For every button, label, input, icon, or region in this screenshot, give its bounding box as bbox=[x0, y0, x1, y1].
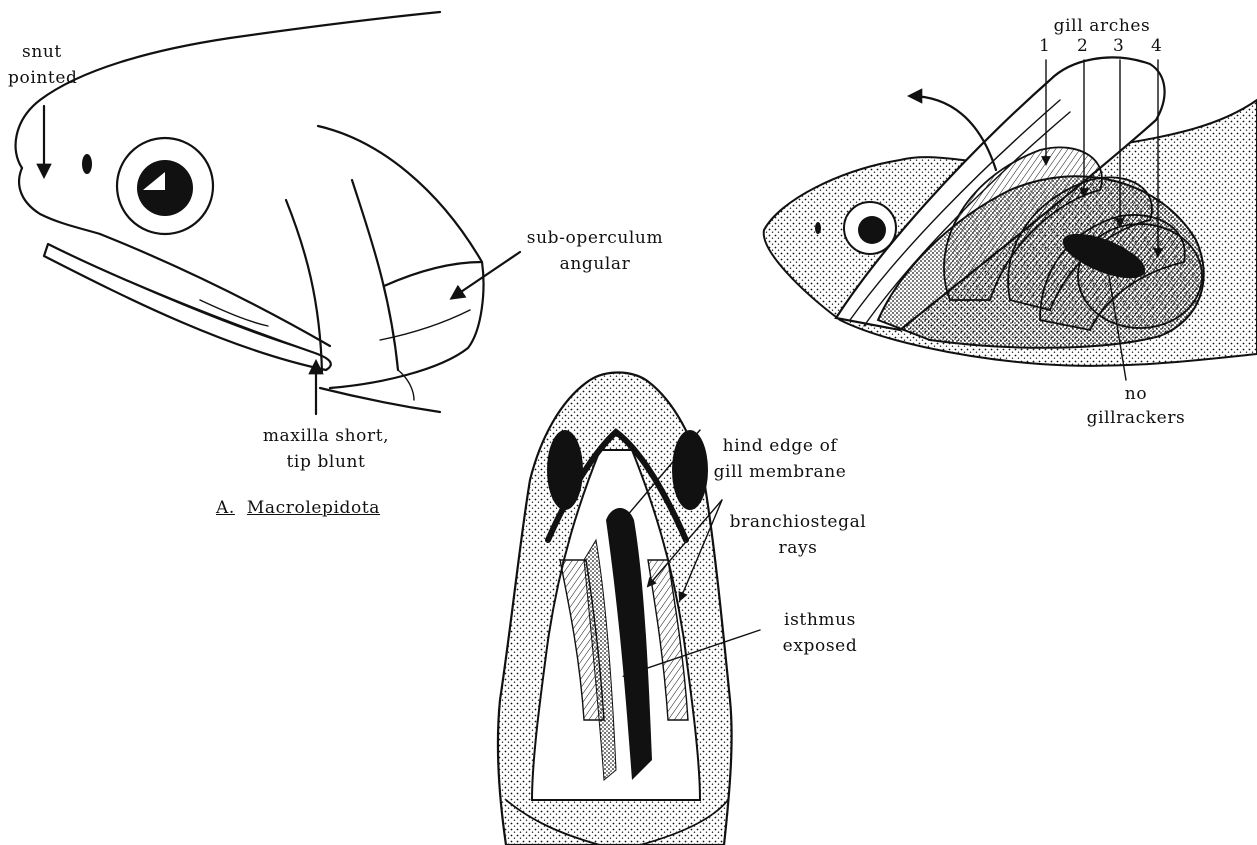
panel-a-head-side-view bbox=[16, 12, 520, 414]
lower-jaw bbox=[100, 234, 330, 346]
ventral-left-eye bbox=[547, 430, 583, 510]
label-exposed: exposed bbox=[760, 636, 880, 656]
caption-letter: A. bbox=[216, 498, 235, 518]
label-gillrackers: gillrackers bbox=[1076, 408, 1196, 428]
label-gill-arches: gill arches bbox=[1032, 16, 1172, 36]
gill-panel-nostril bbox=[815, 222, 821, 234]
label-sub-operculum: sub-operculum bbox=[520, 228, 670, 248]
operculum-line bbox=[352, 180, 398, 370]
label-isthmus: isthmus bbox=[760, 610, 880, 630]
label-snut: snut bbox=[22, 42, 62, 62]
gill-panel-pupil bbox=[858, 216, 886, 244]
label-branchiostegal: branchiostegal bbox=[718, 512, 878, 532]
label-angular: angular bbox=[520, 254, 670, 274]
panel-gill-arches bbox=[764, 57, 1257, 380]
arch-number-3: 3 bbox=[1113, 36, 1124, 56]
label-maxilla-short: maxilla short, bbox=[236, 426, 416, 446]
isthmus-curve bbox=[320, 388, 440, 412]
label-tip-blunt: tip blunt bbox=[236, 452, 416, 472]
jaw-detail bbox=[200, 300, 268, 326]
preoperculum-line bbox=[286, 200, 322, 372]
arch-number-1: 1 bbox=[1039, 36, 1050, 56]
caption-panel-a: A. Macrolepidota bbox=[216, 498, 380, 518]
label-pointed: pointed bbox=[8, 68, 77, 88]
snout-outline bbox=[19, 168, 100, 234]
label-gill-membrane: gill membrane bbox=[700, 462, 860, 482]
arch-number-4: 4 bbox=[1151, 36, 1162, 56]
mouth-line bbox=[60, 250, 300, 348]
operculum-hind-edge bbox=[318, 126, 483, 388]
suboperculum-arrow bbox=[452, 252, 520, 298]
sub-operculum bbox=[384, 262, 482, 286]
nostril bbox=[82, 154, 92, 174]
caption-name: Macrolepidota bbox=[247, 498, 380, 518]
label-rays: rays bbox=[718, 538, 878, 558]
head-dorsal-outline bbox=[16, 12, 440, 168]
label-hind-edge: hind edge of bbox=[700, 436, 860, 456]
label-no: no bbox=[1076, 384, 1196, 404]
arch-number-2: 2 bbox=[1077, 36, 1088, 56]
